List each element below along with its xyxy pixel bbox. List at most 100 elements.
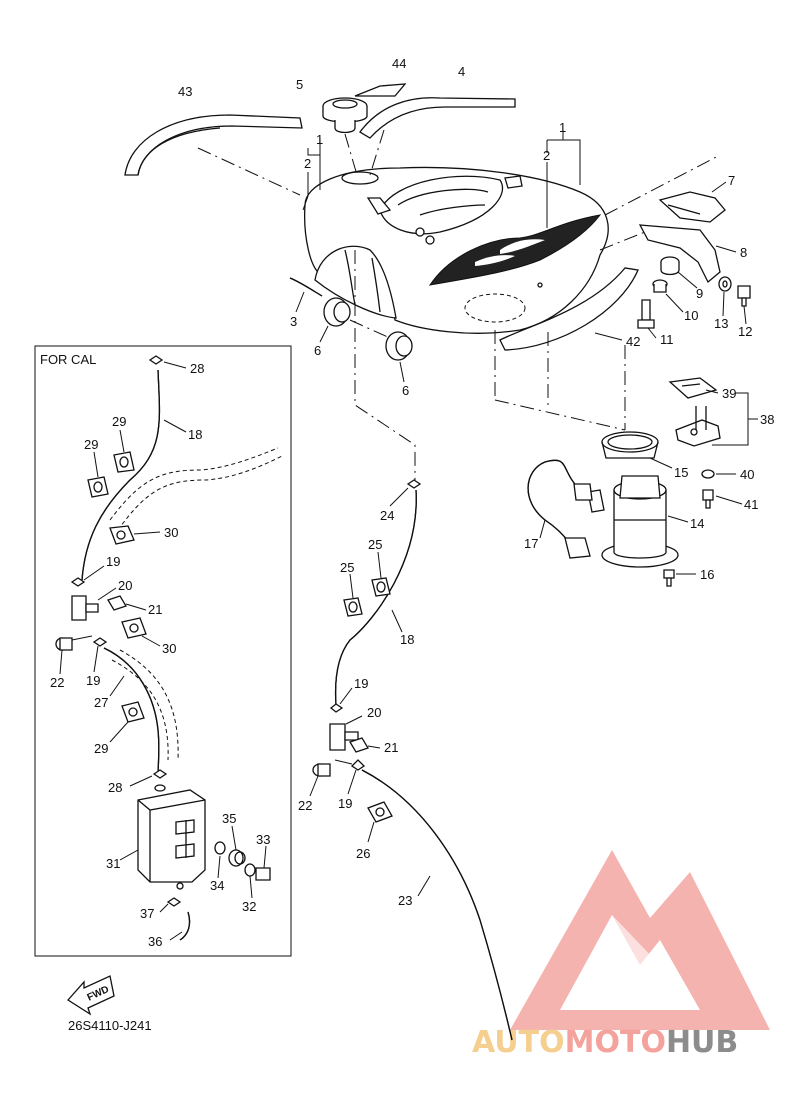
callout-37: 37: [140, 906, 154, 921]
part-40-washer: [701, 469, 715, 479]
callout-30-upper: 30: [164, 525, 178, 540]
part-43-trim-strip: [124, 114, 303, 176]
callout-5: 5: [296, 77, 303, 92]
callout-30-lower: 30: [162, 641, 176, 656]
callout-25-upper: 25: [368, 537, 382, 552]
part-26-clamp: [367, 801, 393, 823]
part-28-clip-lower: [152, 769, 168, 779]
callout-20-inset: 20: [118, 578, 132, 593]
callout-29-upper-a: 29: [112, 414, 126, 429]
callout-29-upper-b: 29: [84, 437, 98, 452]
part-9-grommet: [660, 256, 680, 276]
part-37-clip: [166, 897, 182, 907]
callout-33: 33: [256, 832, 270, 847]
part-7-bracket: [658, 191, 726, 223]
part-35-collar: [228, 849, 246, 867]
part-24-clip: [406, 479, 422, 489]
callout-31: 31: [106, 856, 120, 871]
callout-12: 12: [738, 324, 752, 339]
drawing-code: 26S4110-J241: [68, 1018, 152, 1033]
part-29-clamp-upper-a: [113, 451, 135, 473]
callout-21-inset: 21: [148, 602, 162, 617]
part-29-clamp-upper-b: [87, 476, 109, 498]
callout-34: 34: [210, 878, 224, 893]
callout-17: 17: [524, 536, 538, 551]
part-42-side-strip: [499, 267, 639, 351]
part-21-clamp-center: [349, 737, 369, 753]
callout-2-left-upper: 2: [304, 156, 311, 171]
part-15-pump-gasket: [601, 431, 659, 459]
callout-15: 15: [674, 465, 688, 480]
callout-16: 16: [700, 567, 714, 582]
part-44-emblem: [354, 83, 407, 97]
callout-40: 40: [740, 467, 754, 482]
callout-19-center-lower: 19: [338, 796, 352, 811]
watermark-triangle-icon: [510, 850, 770, 1030]
callout-23: 23: [398, 893, 412, 908]
watermark-text: AUTOMOTOHUB: [472, 1025, 738, 1060]
callout-9: 9: [696, 286, 703, 301]
part-29-clamp-lower: [121, 701, 145, 723]
callout-19-inset-lower: 19: [86, 673, 100, 688]
callout-7: 7: [728, 173, 735, 188]
part-6-damper-left: [323, 297, 351, 327]
part-18-breather-hose: [334, 489, 417, 706]
callout-22-inset: 22: [50, 675, 64, 690]
callout-10: 10: [684, 308, 698, 323]
part-30-clamp-lower: [121, 617, 147, 639]
watermark-hub: HUB: [666, 1025, 738, 1060]
part-11-bolt: [637, 299, 655, 329]
callout-39: 39: [722, 386, 736, 401]
callout-1-left: 1: [316, 132, 323, 147]
callout-19-inset-upper: 19: [106, 554, 120, 569]
part-22-cap-center: [312, 763, 331, 777]
callout-32: 32: [242, 899, 256, 914]
part-13-washer: [718, 276, 732, 292]
callout-43: 43: [178, 84, 192, 99]
callout-41: 41: [744, 497, 758, 512]
fwd-arrow-icon: FWD: [67, 975, 115, 1016]
callout-19-center-upper: 19: [354, 676, 368, 691]
callout-20-center: 20: [367, 705, 381, 720]
part-4-trim-strip: [359, 97, 516, 139]
inset-title: FOR CAL: [40, 352, 96, 367]
part-12-screw: [737, 285, 751, 307]
callout-6-right: 6: [402, 383, 409, 398]
part-33-bolt: [255, 867, 271, 881]
callout-13: 13: [714, 316, 728, 331]
callout-25-lower: 25: [340, 560, 354, 575]
part-34-grommet: [214, 841, 226, 855]
part-38-fuel-sender: [675, 406, 721, 447]
watermark-auto: AUTO: [472, 1025, 565, 1060]
part-32-washer: [244, 863, 256, 877]
callout-18-center: 18: [400, 632, 414, 647]
part-28-clip-top: [148, 355, 164, 365]
part-31-canister: [137, 784, 206, 890]
callout-4: 4: [458, 64, 465, 79]
watermark-moto: MOTO: [565, 1025, 666, 1060]
fuel-tank: [304, 166, 609, 334]
part-16-screw: [663, 569, 675, 587]
callout-27: 27: [94, 695, 108, 710]
part-19-clip-center-upper: [329, 703, 344, 713]
part-5-fuel-cap: [322, 97, 368, 134]
callout-24: 24: [380, 508, 394, 523]
part-10-collar: [652, 279, 668, 293]
part-25-clamp-lower: [343, 597, 363, 617]
callout-11: 11: [660, 332, 674, 347]
callout-28-top: 28: [190, 361, 204, 376]
part-19-clip-center-lower: [350, 759, 366, 771]
callout-6-left: 6: [314, 343, 321, 358]
callout-14: 14: [690, 516, 704, 531]
callout-3: 3: [290, 314, 297, 329]
part-20-joint-inset: [71, 595, 99, 621]
callout-2-right: 2: [543, 148, 550, 163]
part-6-damper-right: [385, 331, 413, 361]
part-18-inset-hose: [81, 369, 161, 581]
callout-44: 44: [392, 56, 406, 71]
callout-29-lower: 29: [94, 741, 108, 756]
part-17-fuel-hose: [527, 459, 581, 546]
callout-8: 8: [740, 245, 747, 260]
callout-35: 35: [222, 811, 236, 826]
